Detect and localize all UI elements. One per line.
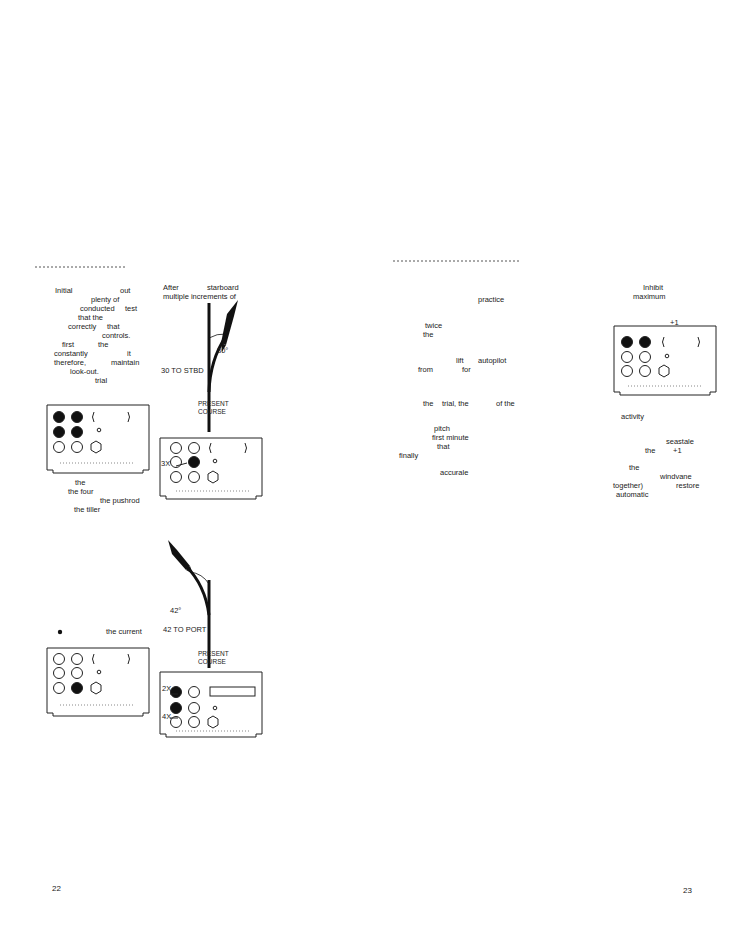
page-text: trial (95, 376, 107, 385)
page-text: of the (496, 399, 515, 408)
page-text: 3X (161, 459, 170, 468)
page-text: that the (78, 313, 103, 322)
header-rule (35, 261, 520, 267)
control-panel (614, 326, 716, 395)
page-text: first (62, 340, 74, 349)
page-text: out (120, 286, 130, 295)
page-text: 42 TO PORT (163, 625, 206, 634)
page-text: from (418, 365, 433, 374)
page-text: 23 (683, 886, 692, 895)
page-text: 30 TO STBD (161, 366, 204, 375)
page-text: 4X (162, 712, 171, 721)
page-text: automatic (616, 490, 649, 499)
page-text: it (127, 349, 131, 358)
page-text: correctly (68, 322, 96, 331)
page-text: the (423, 330, 433, 339)
page-text: twice (425, 321, 442, 330)
page-text: +1 (670, 318, 679, 327)
page-text: the four (68, 487, 93, 496)
control-panel (47, 648, 149, 716)
page-text: trial, the (442, 399, 469, 408)
page-text: constantly (54, 349, 88, 358)
page-text: test (125, 304, 137, 313)
page-text: finally (399, 451, 418, 460)
control-panel (160, 438, 262, 499)
course-illustration (168, 540, 209, 668)
page-text: multiple increments of (163, 292, 236, 301)
page-text: that (437, 442, 450, 451)
page-text: PRESENT COURSE (198, 400, 232, 415)
page-text: Initial (55, 286, 73, 295)
control-panel (47, 405, 149, 473)
page-text: the pushrod (100, 496, 140, 505)
page-text: together) (613, 481, 643, 490)
page-text: the (423, 399, 433, 408)
page-text: the (629, 463, 639, 472)
page-text: first minute (432, 433, 469, 442)
control-panel (160, 672, 262, 737)
page-text: practice (478, 295, 504, 304)
page-text: seastale (666, 437, 694, 446)
page-text: pitch (434, 424, 450, 433)
page-text: After (163, 283, 179, 292)
page-text: lift (456, 356, 464, 365)
page-text: starboard (207, 283, 239, 292)
page-text: windvane (660, 472, 692, 481)
page-text: conducted (80, 304, 115, 313)
page-text: therefore, (54, 358, 86, 367)
page-text: the current (106, 627, 142, 636)
page-text: plenty of (91, 295, 119, 304)
page-text: look-out. (70, 367, 99, 376)
page-text: 22 (52, 884, 61, 893)
page-text: PRESENT COURSE (198, 650, 232, 665)
page-text: the (645, 446, 655, 455)
page-text: accurale (440, 468, 468, 477)
page-text: 42° (170, 606, 181, 615)
bullet-dot (58, 630, 62, 634)
page-text: autopilot (478, 356, 506, 365)
page-text: for (462, 365, 471, 374)
page-text: the (98, 340, 108, 349)
page-text: 30° (217, 346, 228, 355)
page-text: 2X (162, 684, 171, 693)
page-text: that (107, 322, 120, 331)
page-text: Inhibit (643, 283, 663, 292)
page-text: the tiller (74, 505, 100, 514)
page-text: restore (676, 481, 699, 490)
page-text: +1 (673, 446, 682, 455)
page-text: activity (621, 412, 644, 421)
page-text: maintain (111, 358, 139, 367)
page-text: the (75, 478, 85, 487)
page-text: controls. (102, 331, 130, 340)
page-text: maximum (633, 292, 666, 301)
